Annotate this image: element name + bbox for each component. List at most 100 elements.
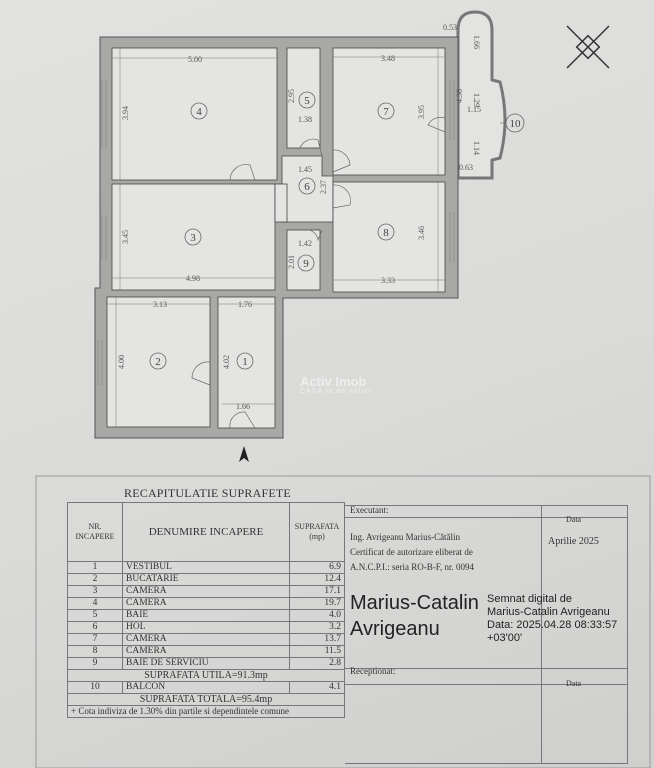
room-number: 6 (304, 181, 310, 193)
dimension: 4.98 (186, 274, 200, 283)
cell-nr: 5 (67, 609, 123, 622)
cell-area: 11.5 (289, 645, 345, 658)
signature-line: Semnat digital de (487, 593, 572, 605)
useful-area: SUPRAFATA UTILA=91.3mp (67, 669, 345, 682)
dimension: 3.48 (381, 54, 395, 63)
cell-area: 3.2 (289, 621, 345, 634)
header-area: SUPRAFATA (mp) (289, 502, 345, 562)
room-number: 10 (510, 118, 522, 130)
watermark: Activ Imob (300, 374, 367, 389)
dimension: 2.37 (319, 180, 328, 194)
balcony-outline (456, 10, 507, 180)
signature-line: Data: 2025.04.28 08:33:57 (487, 619, 618, 631)
cell-name: BUCATARIE (122, 573, 290, 586)
dimension: 3.33 (381, 276, 395, 285)
cell-name: CAMERA (122, 645, 290, 658)
date-label-2: Data (566, 679, 582, 688)
dimension: 1.76 (238, 300, 252, 309)
cell-area: 19.7 (289, 597, 345, 610)
cell-nr: 2 (67, 573, 123, 586)
cell-name: CAMERA (122, 585, 290, 598)
useful-area-row: SUPRAFATA UTILA=91.3mp (67, 669, 345, 682)
dimension: 1.29 (472, 93, 481, 107)
dimension: 1.66 (236, 402, 250, 411)
cell-name: BAIE (122, 609, 290, 622)
signature-line: Marius-Catalin Avrigeanu (487, 606, 610, 618)
table-header: NR. INCAPERE DENUMIRE INCAPERE SUPRAFATA… (67, 502, 345, 562)
executant-details: Ing. Avrigeanu Marius-Cătălin Certificat… (350, 530, 474, 575)
total-area-row: SUPRAFATA TOTALA=95.4mp (67, 693, 345, 706)
dimension-lines (107, 48, 445, 427)
dimension: 3.45 (121, 230, 130, 244)
dimension: 3.46 (417, 226, 426, 240)
room-2 (106, 296, 211, 428)
signer-last: Avrigeanu (350, 618, 440, 640)
room-9 (286, 229, 321, 291)
date-value: Aprilie 2025 (548, 536, 599, 547)
dimension: 2.95 (287, 89, 296, 103)
cell-area: 2.8 (289, 657, 345, 670)
sheet-frame (35, 475, 651, 768)
dimension: 1.42 (298, 239, 312, 248)
dimension: 1.38 (298, 115, 312, 124)
signer-name: Marius-Catalin Avrigeanu (350, 590, 479, 642)
dimension: 5.00 (188, 55, 202, 64)
areas-table: NR. INCAPERE DENUMIRE INCAPERE SUPRAFATA… (67, 502, 345, 718)
note-row: + Cota indiviza de 1.30% din partile si … (67, 705, 345, 718)
cell-area: 6.9 (289, 561, 345, 574)
cell-name: BAIE DE SERVICIU (122, 657, 290, 670)
cell-nr: 10 (67, 681, 123, 694)
cell-area: 13.7 (289, 633, 345, 646)
dimension: 1.66 (472, 35, 481, 49)
entrance-arrow-icon (239, 446, 249, 462)
engineer-name: Ing. Avrigeanu Marius-Cătălin (350, 532, 461, 542)
room-number: 4 (196, 106, 202, 118)
cell-name: CAMERA (122, 597, 290, 610)
compass-icon (566, 25, 610, 69)
header-name: DENUMIRE INCAPERE (122, 502, 290, 562)
date-label: Data (566, 515, 582, 524)
table-title: RECAPITULATIE SUPRAFETE (124, 486, 291, 500)
room-1 (217, 296, 276, 429)
note: + Cota indiviza de 1.30% din partile si … (67, 705, 345, 718)
cell-name: VESTIBUL (122, 561, 290, 574)
watermark-subtitle: CASA ta de suflet (300, 388, 372, 395)
cell-nr: 1 (67, 561, 123, 574)
cell-name: HOL (122, 621, 290, 634)
room-number: 1 (242, 356, 248, 368)
room-number: 3 (190, 232, 196, 244)
cell-nr: 7 (67, 633, 123, 646)
total-area: SUPRAFATA TOTALA=95.4mp (67, 693, 345, 706)
cell-nr: 6 (67, 621, 123, 634)
room-7 (332, 47, 446, 176)
dimension: 0.53 (443, 23, 457, 32)
dimension: 3.13 (153, 300, 167, 309)
executant-label: Executant: (350, 505, 389, 515)
certificate-series: A.N.C.P.I.: seria RO-B-F, nr. 0094 (350, 562, 475, 572)
dimension: 1.15 (467, 105, 481, 114)
dimension: 2.01 (287, 255, 296, 269)
cell-name: CAMERA (122, 633, 290, 646)
room-number: 7 (383, 106, 389, 118)
dimension: 1.14 (472, 141, 481, 155)
dimension: 1.45 (298, 165, 312, 174)
cell-area: 4.1 (289, 681, 345, 694)
cell-nr: 3 (67, 585, 123, 598)
dimension: 0.63 (459, 163, 473, 172)
cell-nr: 4 (67, 597, 123, 610)
signer-first: Marius-Catalin (350, 592, 479, 614)
room-number: 2 (155, 356, 161, 368)
signature-line: +03'00' (487, 632, 523, 644)
cell-area: 17.1 (289, 585, 345, 598)
room-3 (111, 183, 276, 291)
header-nr: NR. INCAPERE (67, 502, 123, 562)
rooms (106, 47, 446, 429)
cell-nr: 9 (67, 657, 123, 670)
cell-nr: 8 (67, 645, 123, 658)
